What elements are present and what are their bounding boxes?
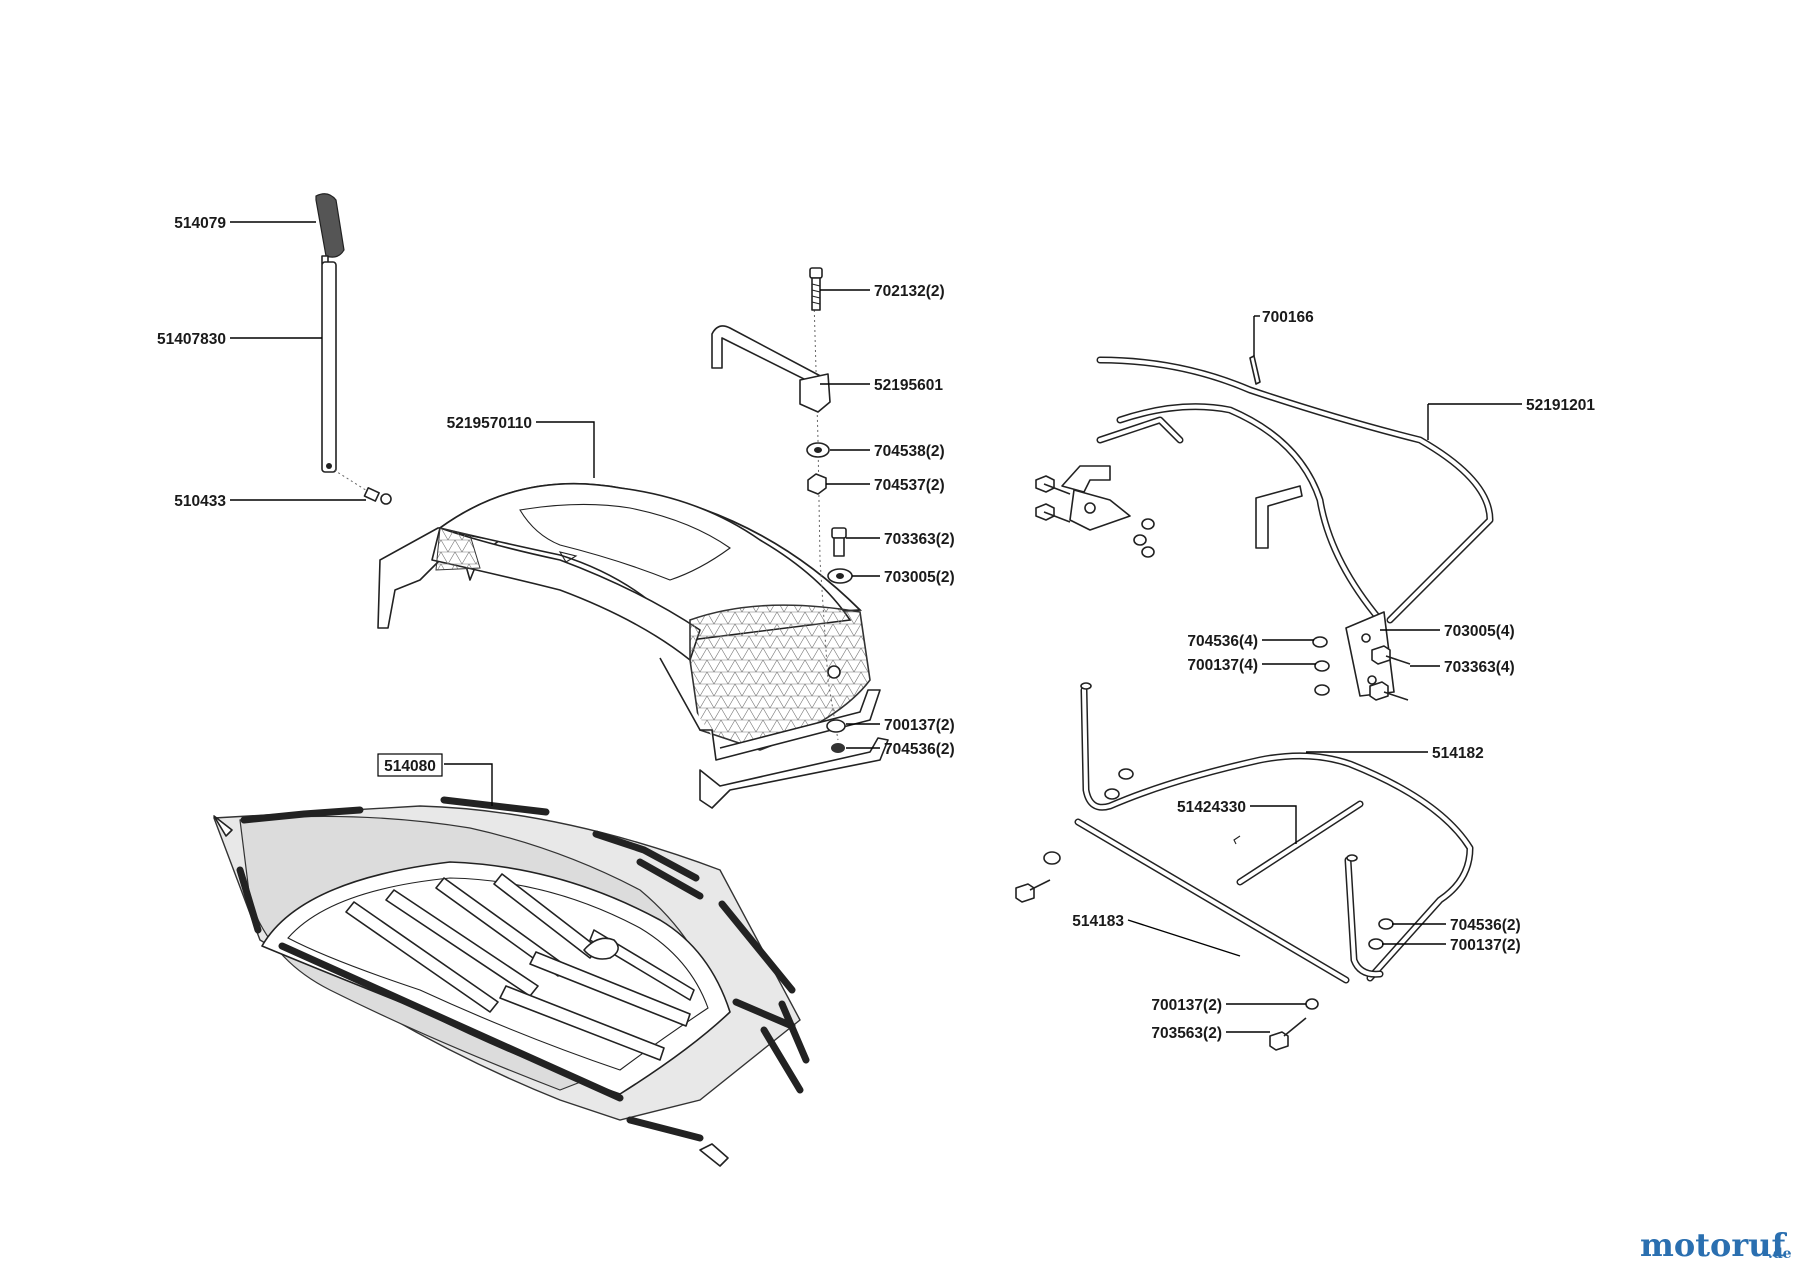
label-700137: 700137(2) bbox=[884, 717, 955, 734]
label-703005: 703005(2) bbox=[884, 569, 955, 586]
label-514182: 514182 bbox=[1432, 745, 1484, 762]
handle-screw bbox=[333, 469, 392, 505]
watermark-brand: motoruf bbox=[1640, 1226, 1787, 1264]
label-703363-4: 703363(4) bbox=[1444, 659, 1515, 676]
label-704536-4: 704536(4) bbox=[1187, 633, 1258, 650]
handle-rod bbox=[321, 261, 337, 473]
label-700137-4: 700137(4) bbox=[1187, 657, 1258, 674]
label-700137-r: 700137(2) bbox=[1450, 937, 1521, 954]
label-514080: 514080 bbox=[384, 758, 436, 775]
leader-lines bbox=[230, 221, 1522, 1033]
part-labels: 514079 51407830 510433 5219570110 702132… bbox=[157, 215, 1595, 1042]
label-514183: 514183 bbox=[1072, 913, 1124, 930]
label-52195601: 52195601 bbox=[874, 377, 943, 394]
label-51407830: 51407830 bbox=[157, 331, 226, 348]
label-704536: 704536(2) bbox=[884, 741, 955, 758]
label-5219570110: 5219570110 bbox=[447, 415, 532, 432]
label-510433: 510433 bbox=[174, 493, 226, 510]
watermark-suffix: .de bbox=[1768, 1246, 1792, 1262]
label-704537: 704537(2) bbox=[874, 477, 945, 494]
label-700166: 700166 bbox=[1262, 309, 1314, 326]
label-52191201: 52191201 bbox=[1526, 397, 1595, 414]
motoruf-watermark: motoruf .de bbox=[1640, 1226, 1792, 1264]
label-700137-b: 700137(2) bbox=[1151, 997, 1222, 1014]
grass-catcher-cover bbox=[377, 482, 889, 809]
label-703563: 703563(2) bbox=[1151, 1025, 1222, 1042]
label-51424330: 51424330 bbox=[1177, 799, 1246, 816]
label-704538: 704538(2) bbox=[874, 443, 945, 460]
upper-frame bbox=[1035, 355, 1494, 697]
label-704536-r: 704536(2) bbox=[1450, 917, 1521, 934]
label-box-514080 bbox=[377, 753, 443, 777]
label-514079: 514079 bbox=[174, 215, 226, 232]
label-702132: 702132(2) bbox=[874, 283, 945, 300]
lower-frame bbox=[1015, 682, 1474, 1051]
grass-catcher-bag bbox=[213, 796, 810, 1167]
frame-hardware bbox=[1312, 636, 1411, 701]
label-703363: 703363(2) bbox=[884, 531, 955, 548]
handle-grip bbox=[315, 193, 345, 265]
label-703005-4: 703005(4) bbox=[1444, 623, 1515, 640]
